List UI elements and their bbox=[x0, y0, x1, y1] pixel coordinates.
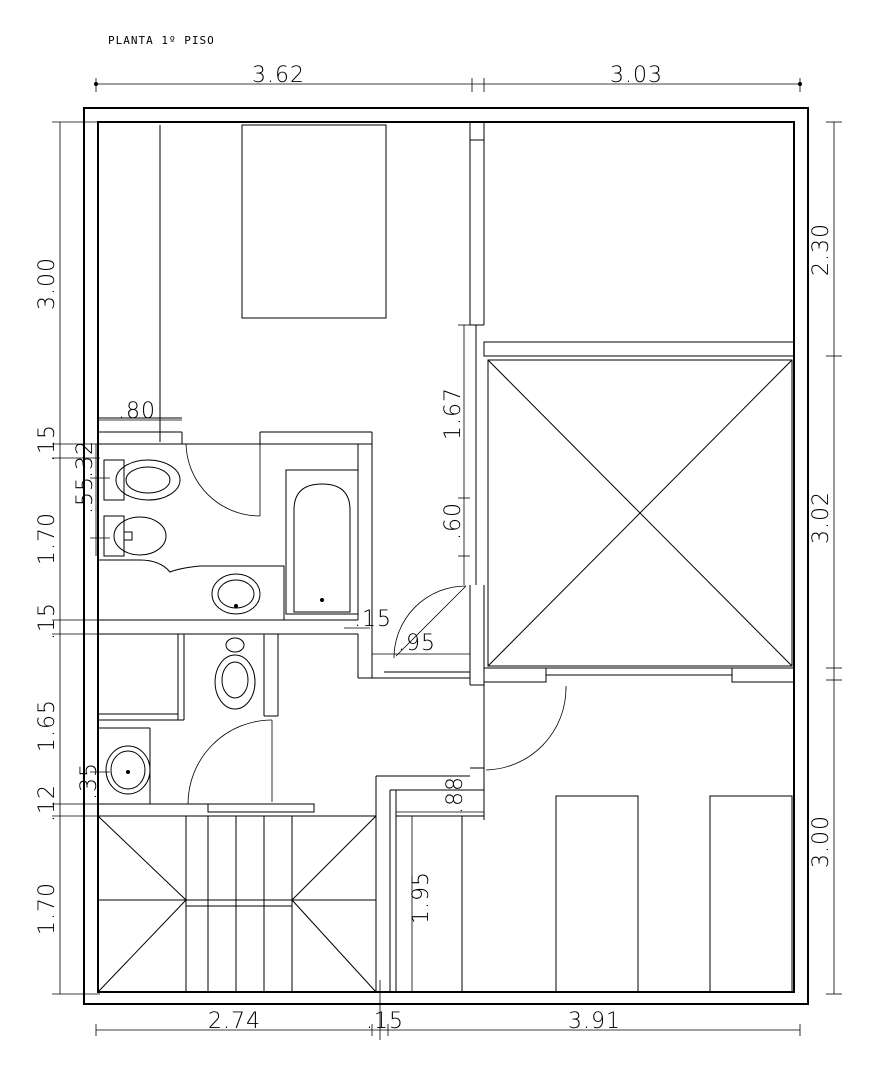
bathroom-fixtures bbox=[97, 459, 359, 795]
dim-left-15a: .15 bbox=[35, 424, 60, 462]
dim-left-12: .12 bbox=[35, 784, 60, 822]
dim-bath-32: .32 bbox=[73, 440, 98, 478]
interior-walls bbox=[98, 122, 485, 992]
dim-mid-60: .60 bbox=[441, 502, 466, 540]
dim-left-15b: .15 bbox=[35, 602, 60, 640]
dim-bottom-left: 2.74 bbox=[208, 1009, 261, 1034]
plan-title: PLANTA 1º PISO bbox=[108, 34, 215, 47]
dim-mid-167: 1.67 bbox=[441, 387, 466, 440]
bed-right-1 bbox=[555, 795, 639, 993]
right-dimension-line bbox=[826, 121, 842, 995]
stairs bbox=[97, 815, 377, 993]
dim-top-right: 3.03 bbox=[610, 63, 663, 88]
void-area bbox=[483, 341, 795, 683]
dim-left-165: 1.65 bbox=[35, 699, 60, 752]
left-dimension-line bbox=[52, 121, 100, 995]
dim-right-302: 3.02 bbox=[809, 491, 834, 544]
dim-right-300: 3.00 bbox=[809, 815, 834, 868]
dim-left-170a: 1.70 bbox=[35, 512, 60, 565]
exterior-walls bbox=[83, 107, 809, 1005]
bed-left bbox=[241, 124, 387, 319]
dim-mid-95: .95 bbox=[398, 631, 436, 656]
dim-top-left: 3.62 bbox=[252, 63, 305, 88]
dim-mid-15: .15 bbox=[354, 607, 392, 632]
interior-dimension-marks bbox=[90, 324, 484, 992]
top-dimension-line bbox=[94, 78, 802, 92]
dim-bath-80: .80 bbox=[118, 399, 156, 424]
dim-bottom-mid: .15 bbox=[366, 1009, 404, 1034]
dim-right-230: 2.30 bbox=[809, 223, 834, 276]
dim-left-300: 3.00 bbox=[35, 257, 60, 310]
doors bbox=[185, 443, 567, 805]
dim-bath-35: .35 bbox=[77, 762, 102, 800]
bottom-dimension-line bbox=[95, 980, 801, 1040]
bed-right-2 bbox=[709, 795, 793, 993]
dim-mid-195: 1.95 bbox=[409, 871, 434, 924]
dim-left-170b: 1.70 bbox=[35, 882, 60, 935]
dim-bottom-right: 3.91 bbox=[568, 1009, 621, 1034]
dim-bath-55: .55 bbox=[73, 476, 98, 514]
dim-mid-88: .88 bbox=[443, 776, 468, 814]
